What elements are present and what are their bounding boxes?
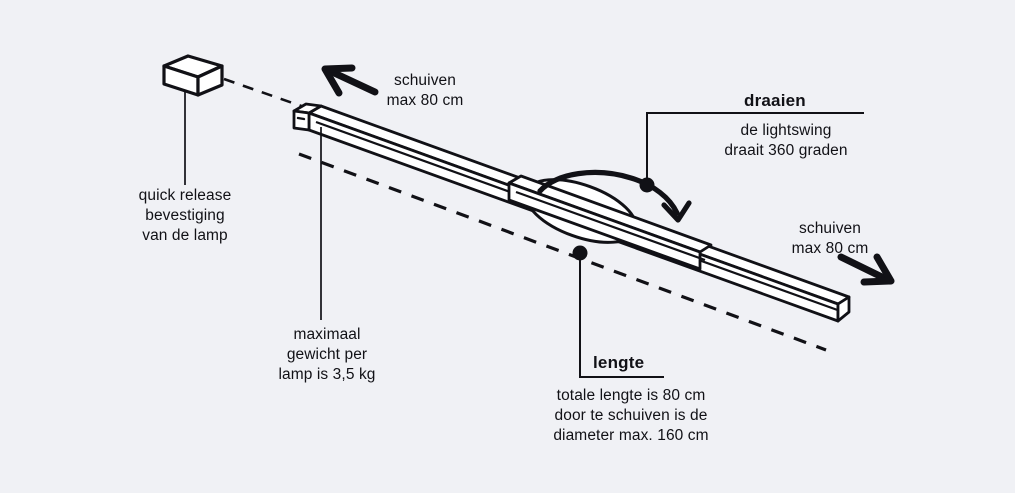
rotate-line-2: draait 360 graden (724, 142, 848, 160)
slide-left-label: schuiven max 80 cm (387, 71, 464, 111)
ceiling-mount-box (162, 54, 224, 97)
rotation-arrow-icon (537, 169, 692, 223)
length-label: totale lengte is 80 cm door te schuiven … (553, 386, 708, 446)
quick-release-label: quick release bevestiging van de lamp (139, 186, 232, 246)
length-leader (572, 245, 664, 378)
max-weight-line-1: maximaal (293, 326, 361, 343)
rotating-lamp-disc (507, 174, 713, 271)
mount-connection-dashed-line (223, 77, 308, 110)
rotate-leader-dot (639, 177, 655, 193)
quick-release-line-2: bevestiging (145, 207, 225, 225)
motion-path-dashed-line (298, 152, 827, 352)
rotate-heading: draaien (744, 91, 806, 110)
length-line-3: diameter max. 160 cm (553, 427, 709, 445)
length-heading: lengte (593, 353, 645, 372)
slide-right-line-2: max 80 cm (791, 240, 869, 258)
length-line-2: door te schuiven is de (554, 407, 708, 425)
slide-right-label: schuiven max 80 cm (792, 219, 869, 259)
slide-left-line-2: max 80 cm (386, 92, 464, 110)
slide-left-line-1: schuiven (394, 72, 456, 89)
rotate-label: de lightswing draait 360 graden (724, 121, 847, 161)
max-weight-label: maximaal gewicht per lamp is 3,5 kg (278, 325, 375, 385)
length-line-1: totale lengte is 80 cm (556, 387, 706, 404)
slide-right-line-1: schuiven (799, 220, 861, 237)
max-weight-line-2: gewicht per (286, 346, 368, 364)
slide-right-arrow-icon (837, 253, 895, 286)
slide-left-arrow-icon (321, 64, 379, 97)
quick-release-line-1: quick release (138, 187, 232, 204)
quick-release-line-3: van de lamp (142, 227, 228, 245)
max-weight-line-3: lamp is 3,5 kg (278, 366, 376, 384)
length-leader-dot (572, 245, 588, 261)
rotate-line-1: de lightswing (740, 122, 832, 139)
